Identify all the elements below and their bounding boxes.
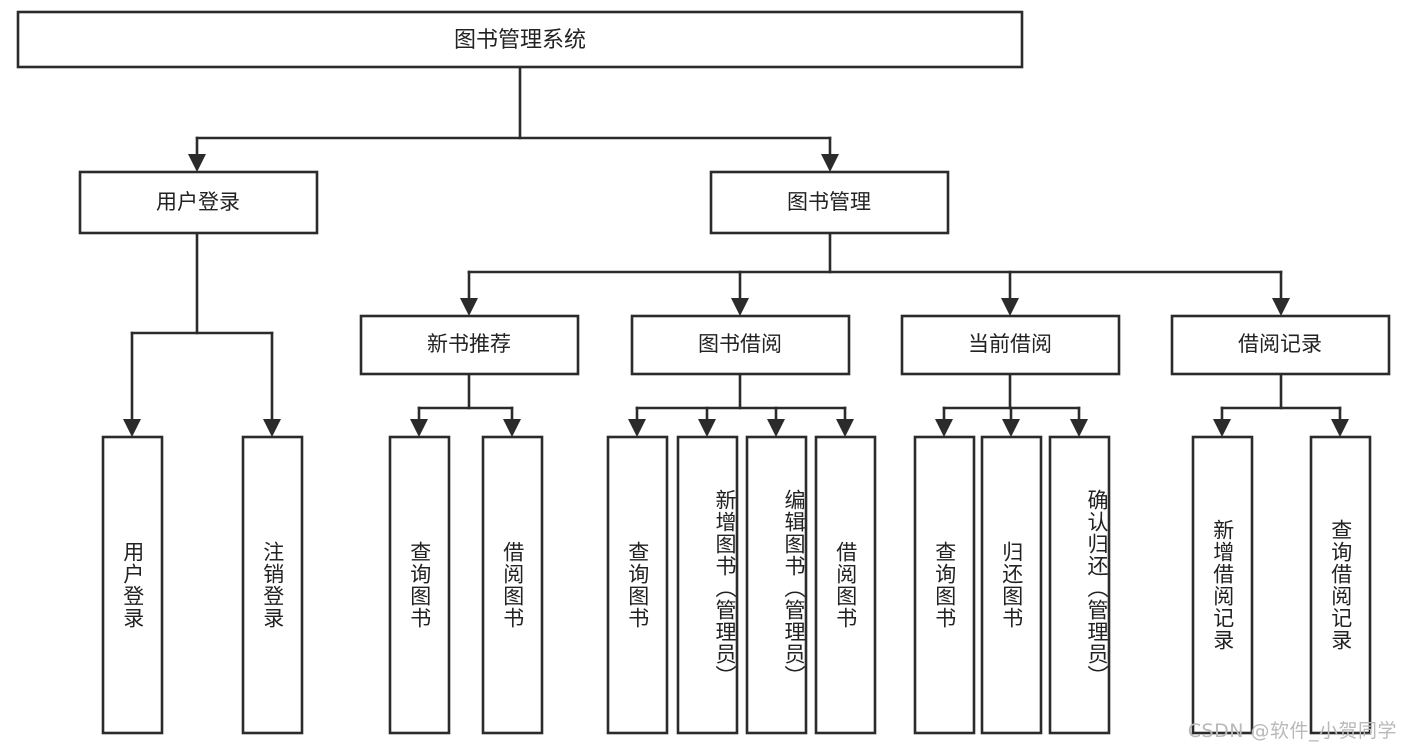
arrow-current-borrow-l3 bbox=[1070, 419, 1088, 437]
leaf-box-book-borrow-2[interactable] bbox=[676, 435, 739, 735]
arrow-book-borrow-l2 bbox=[698, 419, 716, 437]
leaf-box-new-book-2[interactable] bbox=[481, 435, 544, 735]
node-book-borrow-box[interactable] bbox=[630, 314, 851, 376]
leaf-box-borrow-record-2[interactable] bbox=[1309, 435, 1372, 735]
arrow-to-book-borrow bbox=[731, 298, 749, 316]
node-borrow-record[interactable]: 借阅记录 bbox=[1170, 314, 1391, 376]
leaf-box-user-login-2[interactable] bbox=[241, 435, 304, 735]
node-book-management[interactable]: 图书管理 bbox=[709, 170, 950, 235]
node-book-management-box[interactable] bbox=[709, 170, 950, 235]
node-user-login-label: 用户登录 bbox=[156, 190, 240, 214]
node-root-box[interactable] bbox=[16, 10, 1024, 69]
arrow-to-borrow-record bbox=[1272, 298, 1290, 316]
leaf-box-current-borrow-1[interactable] bbox=[913, 435, 976, 735]
arrow-user-login-l2 bbox=[263, 419, 281, 437]
node-new-book-recommend[interactable]: 新书推荐 bbox=[359, 314, 580, 376]
arrow-new-book-l2 bbox=[503, 419, 521, 437]
arrow-to-book-mgmt bbox=[821, 154, 839, 172]
node-root[interactable]: 图书管理系统 bbox=[16, 10, 1024, 69]
arrow-current-borrow-l1 bbox=[935, 419, 953, 437]
node-current-borrow[interactable]: 当前借阅 bbox=[900, 314, 1121, 376]
leaf-box-user-login-1[interactable] bbox=[101, 435, 164, 735]
arrow-new-book-l1 bbox=[410, 419, 428, 437]
node-book-borrow[interactable]: 图书借阅 bbox=[630, 314, 851, 376]
node-root-label: 图书管理系统 bbox=[454, 28, 586, 53]
node-current-borrow-label: 当前借阅 bbox=[968, 332, 1052, 356]
leaf-box-book-borrow-1[interactable] bbox=[606, 435, 669, 735]
arrow-to-new-book bbox=[460, 298, 478, 316]
arrow-current-borrow-l2 bbox=[1002, 419, 1020, 437]
node-borrow-record-label: 借阅记录 bbox=[1238, 332, 1322, 356]
node-book-management-label: 图书管理 bbox=[787, 190, 871, 214]
node-book-borrow-label: 图书借阅 bbox=[698, 332, 782, 356]
watermark-text: CSDN @软件_小贺同学 bbox=[1187, 720, 1397, 742]
arrow-borrow-record-l2 bbox=[1331, 419, 1349, 437]
arrow-user-login-l1 bbox=[123, 419, 141, 437]
arrow-book-borrow-l3 bbox=[767, 419, 785, 437]
arrow-to-current-borrow bbox=[1001, 298, 1019, 316]
node-user-login-box[interactable] bbox=[78, 170, 319, 235]
arrow-to-user-login bbox=[188, 154, 206, 172]
arrow-book-borrow-l4 bbox=[836, 419, 854, 437]
node-user-login[interactable]: 用户登录 bbox=[78, 170, 319, 235]
node-new-book-recommend-label: 新书推荐 bbox=[427, 332, 511, 356]
node-new-book-recommend-box[interactable] bbox=[359, 314, 580, 376]
leaf-box-borrow-record-1[interactable] bbox=[1191, 435, 1254, 735]
node-current-borrow-box[interactable] bbox=[900, 314, 1121, 376]
leaf-box-current-borrow-2[interactable] bbox=[980, 435, 1043, 735]
node-borrow-record-box[interactable] bbox=[1170, 314, 1391, 376]
arrow-borrow-record-l1 bbox=[1213, 419, 1231, 437]
leaf-box-book-borrow-3[interactable] bbox=[745, 435, 808, 735]
arrow-book-borrow-l1 bbox=[628, 419, 646, 437]
leaf-box-current-borrow-3[interactable] bbox=[1048, 435, 1111, 735]
leaf-box-new-book-1[interactable] bbox=[388, 435, 451, 735]
leaf-box-book-borrow-4[interactable] bbox=[814, 435, 877, 735]
edges-layer bbox=[123, 65, 1349, 437]
